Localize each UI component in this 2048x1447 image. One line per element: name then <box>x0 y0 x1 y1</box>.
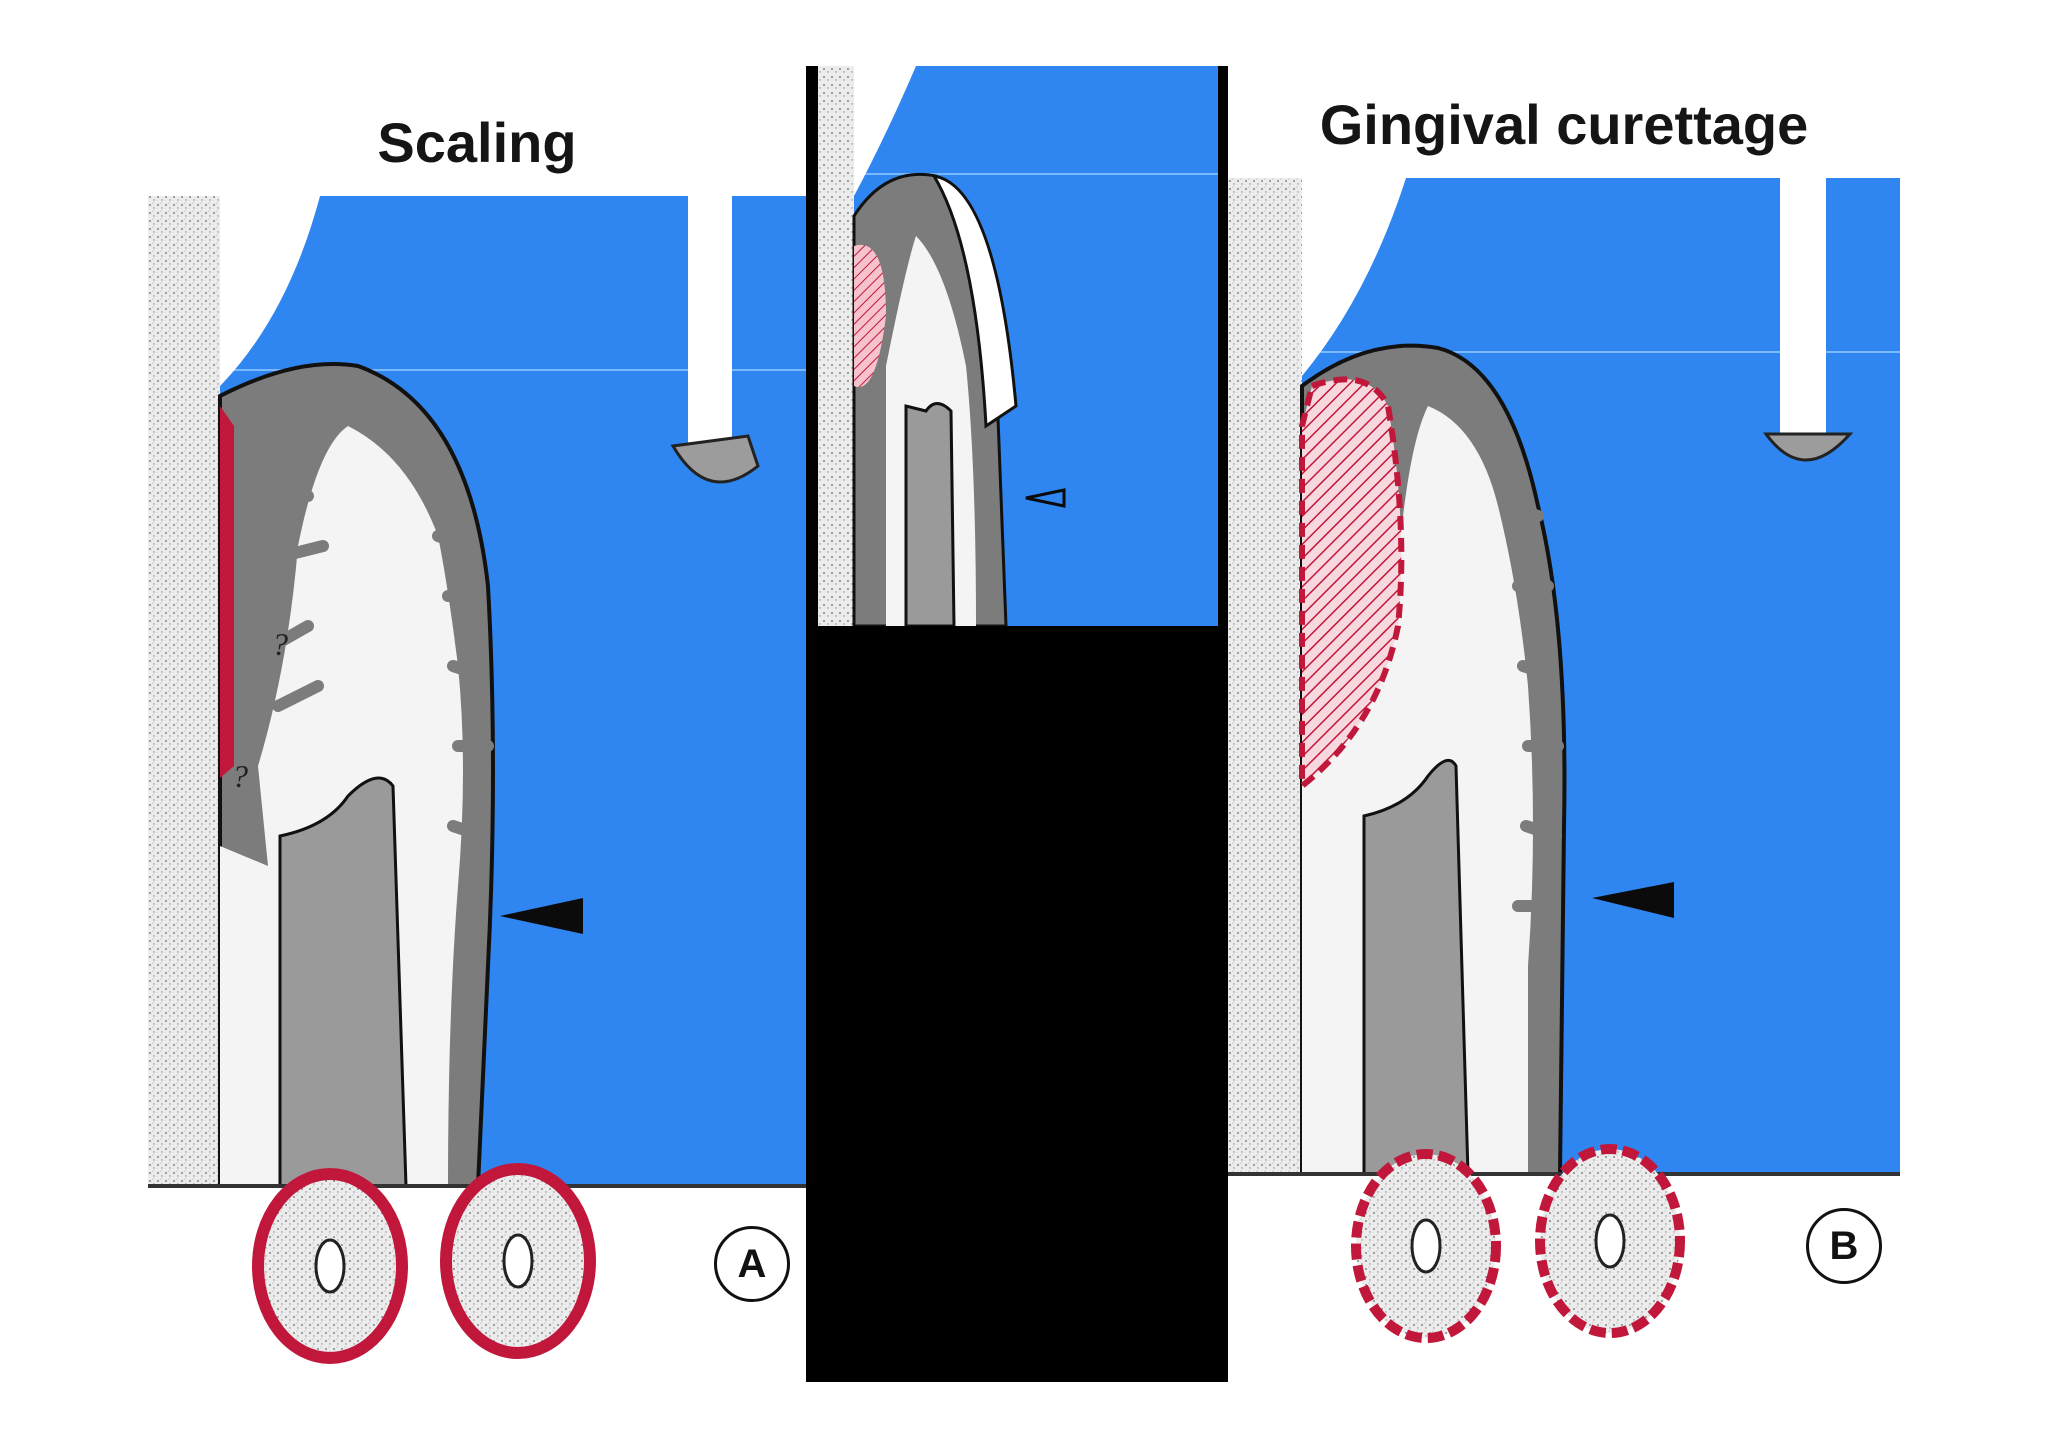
question-mark: ? <box>232 758 248 794</box>
question-mark: ? <box>272 626 288 662</box>
rete-pegs <box>267 480 494 842</box>
scaling-panel: Scaling ? ? A <box>148 66 806 1382</box>
detail-illustration <box>818 66 1218 1382</box>
tooth-crown <box>854 66 916 196</box>
curettage-illustration <box>1228 178 1900 1343</box>
comparison-panel <box>806 66 1228 1382</box>
blank-area <box>818 626 1218 1382</box>
label-a: A <box>714 1226 790 1302</box>
curette-shank <box>688 196 732 446</box>
arrowhead-filled-icon <box>1592 882 1674 918</box>
tooth-crown <box>1302 178 1406 376</box>
scaling-illustration <box>148 196 806 1364</box>
tooth-cross-section-icon <box>252 1168 408 1364</box>
tooth-root <box>818 66 854 626</box>
label-b: B <box>1806 1208 1882 1284</box>
tooth-cross-section-icon <box>1535 1144 1685 1338</box>
retracted-gingiva <box>931 173 1018 429</box>
rete-pegs <box>1502 500 1564 912</box>
curette-tip-icon <box>1763 432 1854 462</box>
curettage-panel: Gingival curettage B <box>1228 66 1900 1382</box>
tooth-cross-section-icon <box>440 1163 596 1359</box>
alveolar-bone <box>1362 758 1470 1176</box>
curetted-tissue <box>1299 376 1405 793</box>
alveolar-bone <box>278 776 408 1188</box>
tooth-root <box>1228 178 1302 1174</box>
alveolar-bone <box>904 402 956 628</box>
inflamed-tissue <box>854 244 886 388</box>
tooth-crown <box>220 196 320 386</box>
pocket-epithelium <box>220 406 234 778</box>
curette-shank <box>1780 178 1826 434</box>
tooth-cross-section-icon <box>1351 1149 1501 1343</box>
scaling-title: Scaling <box>377 111 577 174</box>
arrowhead-outline-icon <box>1025 488 1066 508</box>
curettage-title: Gingival curettage <box>1319 93 1809 156</box>
arrowhead-filled-icon <box>500 898 583 934</box>
curette-tip-icon <box>670 434 760 484</box>
tooth-root <box>148 196 220 1186</box>
